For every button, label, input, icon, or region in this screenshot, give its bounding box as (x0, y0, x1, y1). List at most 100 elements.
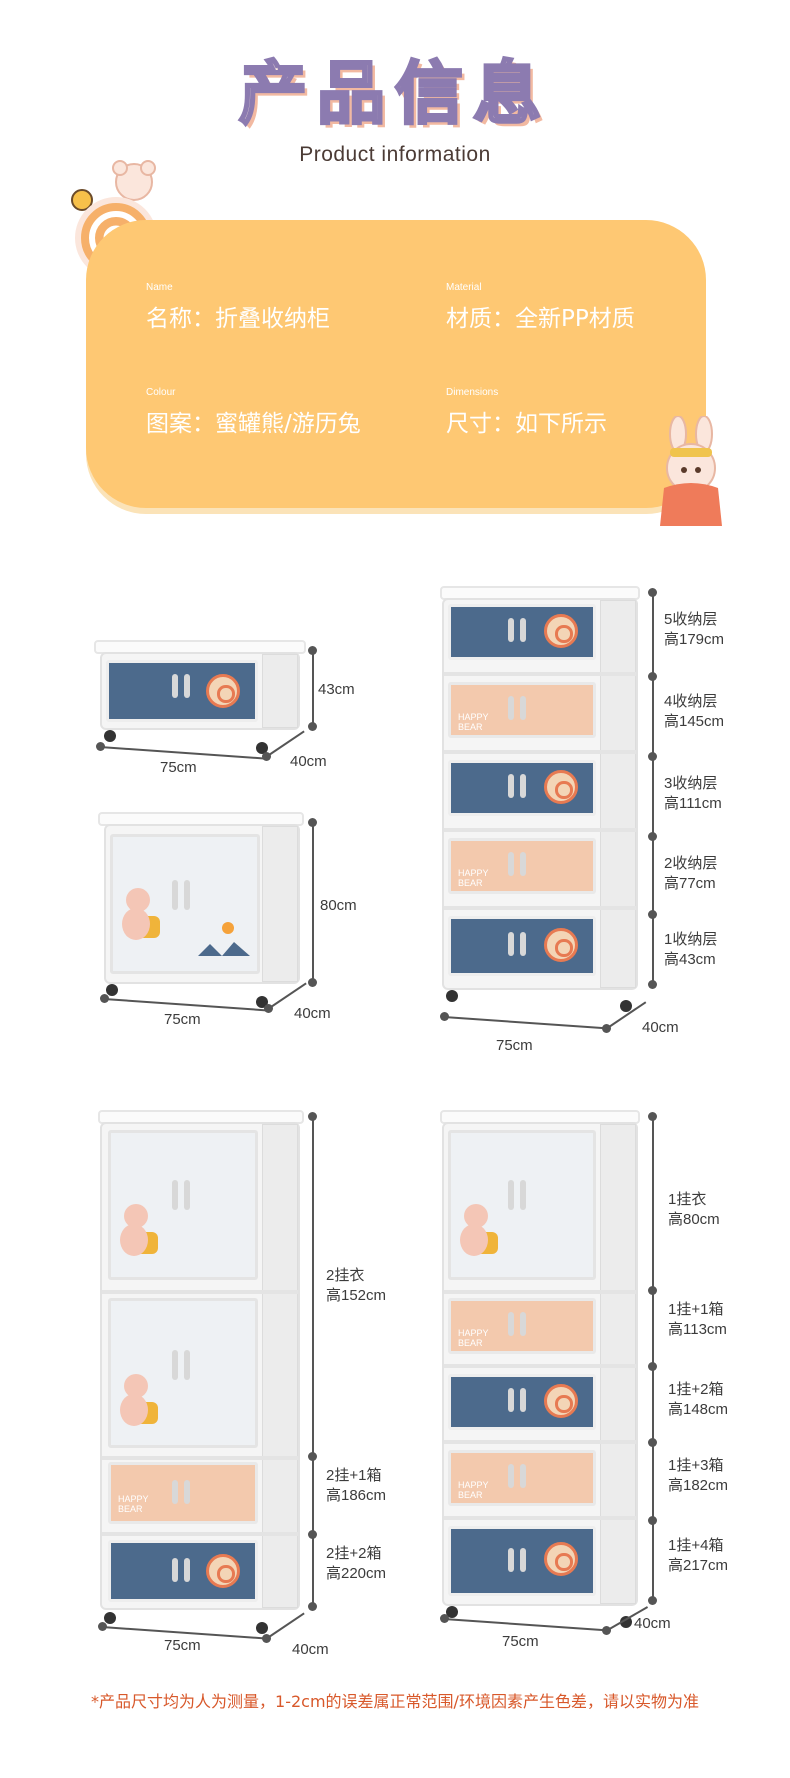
door-handle (508, 1388, 514, 1412)
dimension-dot (648, 588, 657, 597)
dimension-dot (308, 722, 317, 731)
dimension-dot (100, 994, 109, 1003)
height-dimension-line (312, 650, 314, 726)
door-handle (184, 1480, 190, 1504)
door-handle (184, 1350, 190, 1380)
dimension-dot (648, 1438, 657, 1447)
page-subtitle: Product information (299, 143, 491, 166)
honey-bear-decal (116, 1370, 162, 1430)
swiss-roll-decal (544, 928, 578, 962)
level-name: 2收纳层 (664, 855, 718, 872)
dimension-dot (308, 1530, 317, 1539)
dimension-dot (308, 818, 317, 827)
cabinet-3-width: 75cm (496, 1037, 533, 1054)
disclaimer-footnote: *产品尺寸均为人为测量，1-2cm的误差属正常范围/环境因素产生色差，请以实物为… (91, 1692, 699, 1711)
cabinet-4-level-2: 2挂+1箱高186cm (326, 1466, 386, 1506)
level-name: 2挂+1箱 (326, 1467, 382, 1484)
info-material-label-en: Material (446, 282, 482, 293)
shelf-divider (444, 750, 636, 754)
dimension-dot (648, 1516, 657, 1525)
wheel (256, 742, 268, 754)
dimension-dot (648, 752, 657, 761)
dimension-dot (648, 980, 657, 989)
door-handle (184, 674, 190, 698)
dimension-dot (648, 672, 657, 681)
door-handle (184, 880, 190, 910)
cabinet-3-depth: 40cm (642, 1019, 679, 1036)
info-dimensions-label-en: Dimensions (446, 387, 499, 398)
shelf-divider (444, 1364, 636, 1368)
level-height: 高152cm (326, 1287, 387, 1304)
info-dimensions-value: 尺寸：如下所示 (446, 411, 607, 437)
mountain-decal (196, 918, 252, 958)
page-title: 产品信息 (237, 54, 551, 136)
cabinet-4-level-3: 2挂+2箱高220cm (326, 1544, 386, 1584)
door-handle (520, 618, 526, 642)
cabinet-5-level-2: 1挂+1箱高113cm (668, 1300, 727, 1340)
level-height: 高220cm (326, 1565, 387, 1582)
cabinet-3-level-1: 1收纳层高43cm (664, 930, 717, 970)
level-height: 高113cm (668, 1321, 727, 1338)
blue-door (106, 660, 258, 722)
width-dimension-line (443, 1618, 606, 1632)
cabinet-1-height: 43cm (318, 681, 355, 698)
info-colour-value: 图案：蜜罐熊/游历兔 (146, 411, 361, 437)
wheel (106, 984, 118, 996)
depth-dimension-line (265, 1612, 305, 1640)
happy-bear-text: HAPPY BEAR (458, 868, 489, 888)
width-dimension-line (443, 1016, 606, 1030)
level-name: 3收纳层 (664, 775, 718, 792)
dimension-dot (308, 1452, 317, 1461)
info-name-label-en: Name (146, 282, 173, 293)
dimension-dot (648, 832, 657, 841)
door-handle (520, 932, 526, 956)
dimension-dot (440, 1012, 449, 1021)
swiss-roll-decal (544, 1542, 578, 1576)
door-handle (172, 880, 178, 910)
level-name: 2挂衣 (326, 1267, 365, 1284)
info-colour-label-en: Colour (146, 387, 176, 398)
honey-bear-decal (118, 884, 164, 944)
cabinet-3-level-3: 3收纳层高111cm (664, 774, 722, 814)
level-name: 1挂+3箱 (668, 1457, 724, 1474)
shelf-divider (444, 906, 636, 910)
cabinet-4-width: 75cm (164, 1637, 201, 1654)
rabbit-sticker (646, 415, 736, 534)
dimension-dot (648, 1112, 657, 1121)
door-handle (520, 1548, 526, 1572)
dimension-dot (440, 1614, 449, 1623)
door-handle (520, 852, 526, 876)
cabinet-5-level-1: 1挂衣高80cm (668, 1190, 720, 1230)
happy-bear-text: HAPPY BEAR (458, 1480, 489, 1500)
cabinet-1-depth: 40cm (290, 753, 327, 770)
wheel (446, 1606, 458, 1618)
dimension-dot (96, 742, 105, 751)
dimension-dot (98, 1622, 107, 1631)
shelf-divider (444, 828, 636, 832)
cabinet-5-width: 75cm (502, 1633, 539, 1650)
door-handle (520, 1180, 526, 1210)
info-name-value: 名称：折叠收纳柜 (146, 306, 330, 332)
cabinet-4-depth: 40cm (292, 1641, 329, 1658)
swiss-roll-decal (544, 614, 578, 648)
happy-bear-text: HAPPY BEAR (118, 1494, 149, 1514)
cabinet-2-height: 80cm (320, 897, 357, 914)
swiss-roll-decal (206, 674, 240, 708)
dimension-dot (308, 1112, 317, 1121)
door-handle (184, 1180, 190, 1210)
dimension-dot (648, 1596, 657, 1605)
cabinet-side (262, 654, 298, 728)
level-height: 高186cm (326, 1487, 387, 1504)
dimension-dot (308, 978, 317, 987)
honey-bear-decal (116, 1200, 162, 1260)
cabinet-5-level-4: 1挂+3箱高182cm (668, 1456, 728, 1496)
info-material: Material 材质：全新PP材质 (446, 282, 635, 333)
cabinet-side (262, 826, 298, 982)
door-handle (184, 1558, 190, 1582)
level-height: 高111cm (664, 795, 722, 812)
door-handle (508, 1312, 514, 1336)
blue-door (108, 1540, 258, 1602)
dimension-dot (308, 1602, 317, 1611)
shelf-divider (102, 1532, 298, 1536)
happy-bear-text: HAPPY BEAR (458, 712, 489, 732)
